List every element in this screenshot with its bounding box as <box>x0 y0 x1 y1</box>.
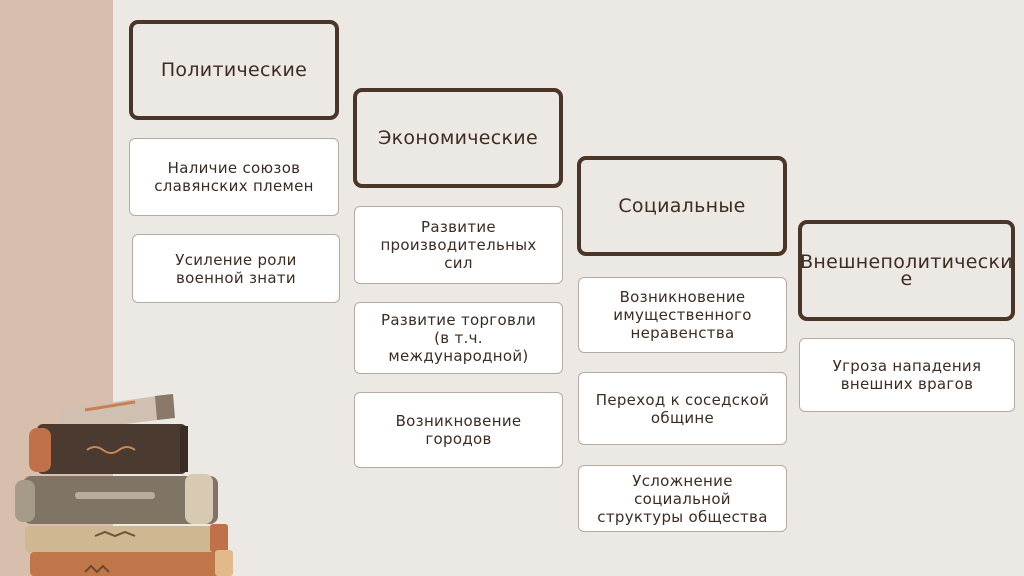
item-economic-3: Возникновение городов <box>354 392 563 468</box>
header-social: Социальные <box>577 156 787 256</box>
item-foreign-policy-1: Угроза нападения внешних врагов <box>799 338 1015 412</box>
item-foreign-policy-1-text: Угроза нападения внешних врагов <box>832 357 982 393</box>
header-political-label: Политические <box>160 58 308 81</box>
item-economic-2: Развитие торговли (в т.ч. международной) <box>354 302 563 374</box>
item-political-1-text: Наличие союзов славянских племен <box>154 159 314 195</box>
item-political-1: Наличие союзов славянских племен <box>129 138 339 216</box>
item-social-3-text: Усложнение социальной структуры общества <box>597 471 768 526</box>
header-economic-label: Экономические <box>378 126 538 149</box>
books-stack-icon <box>15 394 233 576</box>
item-social-3: Усложнение социальной структуры общества <box>578 465 787 532</box>
item-economic-3-text: Возникновение городов <box>395 412 522 448</box>
header-foreign-policy-label: Внешнеполитически е <box>800 250 1013 290</box>
item-social-2: Переход к соседской общине <box>578 372 787 445</box>
header-social-label: Социальные <box>618 194 746 217</box>
item-political-2-text: Усиление роли военной знати <box>175 250 297 287</box>
item-social-1: Возникновение имущественного неравенства <box>578 277 787 353</box>
item-social-2-text: Переход к соседской общине <box>595 390 770 427</box>
header-political: Политические <box>129 20 339 120</box>
item-economic-2-text: Развитие торговли (в т.ч. международной) <box>380 311 537 365</box>
item-social-1-text: Возникновение имущественного неравенства <box>613 288 752 342</box>
item-political-2: Усиление роли военной знати <box>132 234 340 303</box>
header-economic: Экономические <box>353 88 563 188</box>
item-economic-1-text: Развитие производительных сил <box>380 218 537 272</box>
header-foreign-policy: Внешнеполитически е <box>798 220 1015 321</box>
item-economic-1: Развитие производительных сил <box>354 206 563 284</box>
